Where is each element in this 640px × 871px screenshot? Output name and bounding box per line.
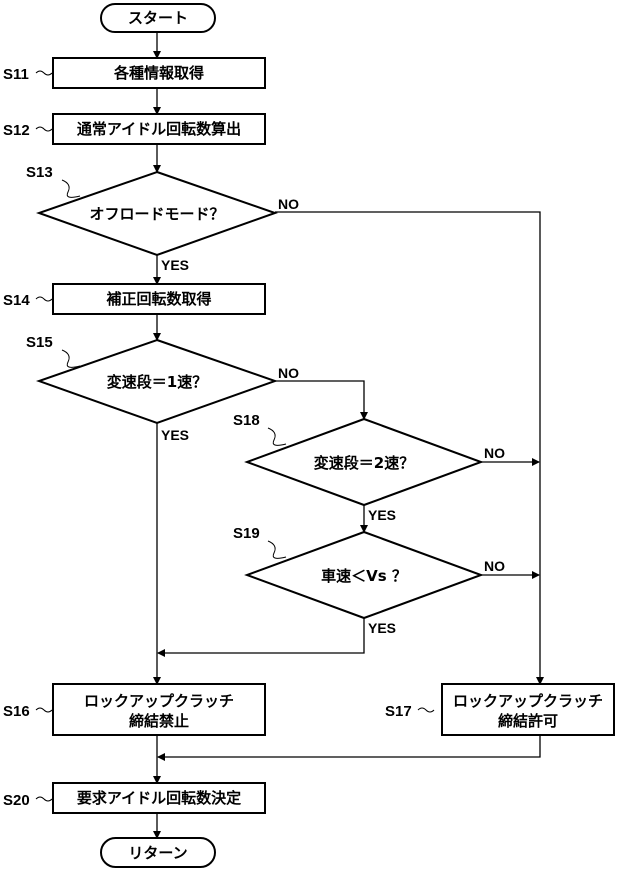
step-s18: S18: [233, 412, 260, 429]
s13-label: オフロードモード？: [89, 205, 224, 223]
step-s19: S19: [233, 525, 260, 542]
end-label: リターン: [128, 844, 187, 862]
s15-yes-label: YES: [161, 427, 189, 443]
leader-s11: [35, 70, 53, 76]
step-s17: S17: [385, 703, 412, 720]
edge-s13-no: [275, 211, 544, 685]
s16-label-line2: 締結禁止: [129, 712, 189, 730]
leader-s20: [35, 796, 53, 802]
s17-label-line2: 締結許可: [498, 712, 558, 730]
branch-labels: NO YES NO YES NO YES NO YES: [161, 196, 505, 636]
start-label: スタート: [128, 9, 188, 27]
step-s11: S11: [3, 66, 29, 83]
s19-no-label: NO: [484, 558, 505, 574]
leader-s16: [35, 707, 53, 713]
node-end: リターン: [100, 837, 216, 868]
node-s11: 各種情報取得: [52, 57, 266, 89]
process-s14: [52, 283, 266, 315]
leader-s17: [417, 707, 435, 713]
s17-label-line1: ロックアップクラッチ: [453, 692, 603, 710]
s19-yes-label: YES: [368, 620, 396, 636]
node-s18: 変速段＝2速？: [244, 417, 484, 507]
node-s15: 変速段＝1速？: [35, 338, 279, 425]
step-s20: S20: [3, 792, 30, 809]
step-leaders: [35, 70, 435, 802]
process-s20: [52, 782, 266, 814]
node-s12: 通常アイドル回転数算出: [52, 113, 266, 145]
step-s15: S15: [26, 334, 53, 351]
terminal-end: [100, 837, 216, 868]
step-s16: S16: [3, 703, 30, 720]
s13-no-label: NO: [278, 196, 299, 212]
node-start: スタート: [100, 3, 216, 33]
edge-s17-s20: [157, 735, 541, 761]
s14-label: 補正回転数取得: [105, 290, 211, 308]
edge-s19-yes: [157, 618, 365, 657]
connectors: [153, 32, 544, 839]
s18-no-label: NO: [484, 445, 505, 461]
s18-label: 変速段＝2速？: [314, 454, 414, 472]
step-s12: S12: [3, 122, 30, 139]
node-s19: 車速＜Vs ？: [244, 530, 484, 620]
s19-label: 車速＜Vs ？: [321, 567, 407, 585]
edge-s15-no: [275, 380, 368, 420]
decision-s13: [35, 170, 279, 257]
leader-s12: [35, 126, 53, 132]
decision-s18: [244, 417, 484, 507]
node-s16: ロックアップクラッチ 締結禁止: [52, 683, 266, 736]
step-numbers: S11 S12 S13 S14 S15 S18 S19 S16 S17 S20: [3, 66, 412, 809]
s15-label: 変速段＝1速？: [107, 373, 207, 391]
node-s14: 補正回転数取得: [52, 283, 266, 315]
process-s16: [52, 683, 266, 736]
process-s17: [441, 683, 615, 736]
leader-s13: [61, 179, 81, 198]
node-s17: ロックアップクラッチ 締結許可: [441, 683, 615, 736]
s16-label-line1: ロックアップクラッチ: [84, 692, 234, 710]
s15-no-label: NO: [278, 365, 299, 381]
s13-yes-label: YES: [161, 257, 189, 273]
leader-s15: [61, 349, 81, 368]
leader-s14: [35, 296, 53, 302]
decision-s19: [244, 530, 484, 620]
leader-s18: [267, 427, 287, 446]
node-s20: 要求アイドル回転数決定: [52, 782, 266, 814]
s11-label: 各種情報取得: [113, 64, 204, 82]
process-s11: [52, 57, 266, 89]
step-s13: S13: [26, 164, 53, 181]
terminal-start: [100, 3, 216, 33]
leader-s19: [267, 540, 287, 559]
s18-yes-label: YES: [368, 507, 396, 523]
step-s14: S14: [3, 292, 30, 309]
decision-s15: [35, 338, 279, 425]
node-s13: オフロードモード？: [35, 170, 279, 257]
s20-label: 要求アイドル回転数決定: [77, 789, 241, 807]
process-s12: [52, 113, 266, 145]
s12-label: 通常アイドル回転数算出: [77, 120, 241, 138]
